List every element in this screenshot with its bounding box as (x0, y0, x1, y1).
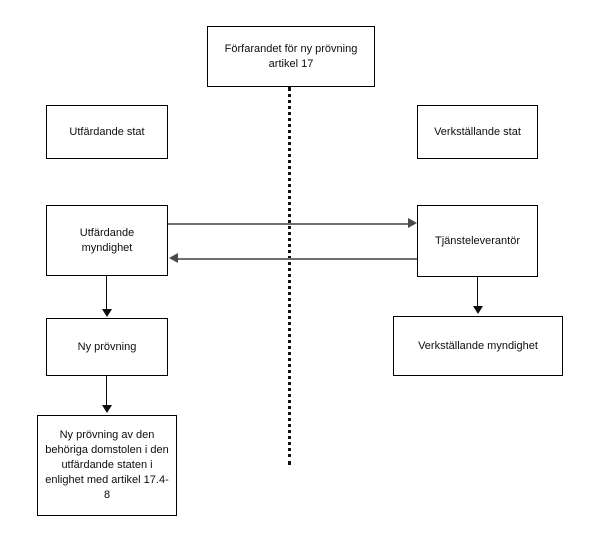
edge-service-provider-to-executing-authority-arrowhead-icon (473, 306, 483, 314)
node-issuing-state-label: Utfärdande stat (69, 125, 145, 138)
edge-review-to-court-review-line (106, 376, 107, 406)
node-executing-authority[interactable]: Verkställande myndighet (393, 316, 563, 376)
edge-service-provider-to-issuing-authority-arrowhead-icon (169, 253, 178, 263)
edge-issuing-authority-to-review-arrowhead-icon (102, 309, 112, 317)
node-issuing-state[interactable]: Utfärdande stat (46, 105, 168, 159)
node-executing-authority-label: Verkställande myndighet (418, 339, 538, 352)
node-procedure[interactable]: Förfarandet för ny prövning artikel 17 (207, 26, 375, 87)
edge-issuing-authority-to-review-line (106, 276, 107, 310)
node-court-review-label: Ny prövning av den behöriga domstolen i … (45, 429, 169, 501)
node-service-provider[interactable]: Tjänsteleverantör (417, 205, 538, 277)
edge-issuing-authority-to-service-provider-line (168, 223, 408, 225)
node-procedure-label: Förfarandet för ny prövning artikel 17 (224, 42, 358, 70)
state-divider-dotted-line (288, 87, 291, 465)
node-executing-state-label: Verkställande stat (434, 125, 521, 138)
edge-service-provider-to-executing-authority-line (477, 277, 478, 307)
edge-issuing-authority-to-service-provider-arrowhead-icon (408, 218, 417, 228)
node-court-review[interactable]: Ny prövning av den behöriga domstolen i … (37, 415, 177, 516)
node-issuing-authority[interactable]: Utfärdande myndighet (46, 205, 168, 276)
node-review-label: Ny prövning (77, 340, 137, 353)
node-issuing-authority-label: Utfärdande myndighet (79, 226, 135, 254)
edge-review-to-court-review-arrowhead-icon (102, 405, 112, 413)
node-executing-state[interactable]: Verkställande stat (417, 105, 538, 159)
edge-service-provider-to-issuing-authority-line (178, 258, 417, 260)
node-service-provider-label: Tjänsteleverantör (435, 234, 520, 247)
node-review[interactable]: Ny prövning (46, 318, 168, 376)
